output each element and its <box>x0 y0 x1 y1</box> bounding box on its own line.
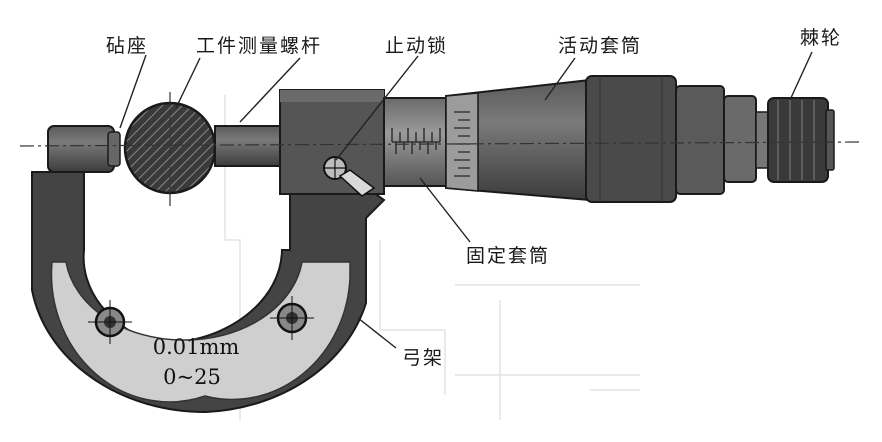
thimble <box>445 75 725 203</box>
leader-sleeve <box>419 177 471 243</box>
frame-resolution-text: 0.01mm <box>153 335 240 359</box>
lock-knob-icon <box>323 156 376 197</box>
leader-lock <box>335 55 419 161</box>
frame-range-text: 0~25 <box>163 365 221 389</box>
frame: 0.01mm 0~25 <box>31 171 386 414</box>
body-block <box>279 89 385 195</box>
plate-screw-left-icon <box>88 300 132 344</box>
leader-workpiece <box>175 57 201 109</box>
label-thimble: 活动套筒 <box>558 35 642 57</box>
label-frame: 弓架 <box>402 347 444 369</box>
leader-thimble <box>544 57 576 101</box>
label-ratchet: 棘轮 <box>800 27 842 49</box>
leader-spindle <box>239 57 301 123</box>
spindle <box>214 125 281 167</box>
leader-frame <box>357 317 397 349</box>
label-lock: 止动锁 <box>385 35 448 57</box>
ratchet <box>723 95 835 183</box>
anvil <box>47 125 121 173</box>
label-anvil: 砧座 <box>106 35 148 57</box>
plate-screw-right-icon <box>270 296 314 340</box>
leader-lines <box>119 51 813 349</box>
center-axis <box>19 141 863 147</box>
leader-ratchet <box>789 51 813 101</box>
label-workpiece-spindle: 工件测量螺杆 <box>196 35 322 57</box>
leader-anvil <box>119 54 147 129</box>
label-sleeve: 固定套筒 <box>466 245 550 267</box>
frame-plate <box>50 261 351 403</box>
